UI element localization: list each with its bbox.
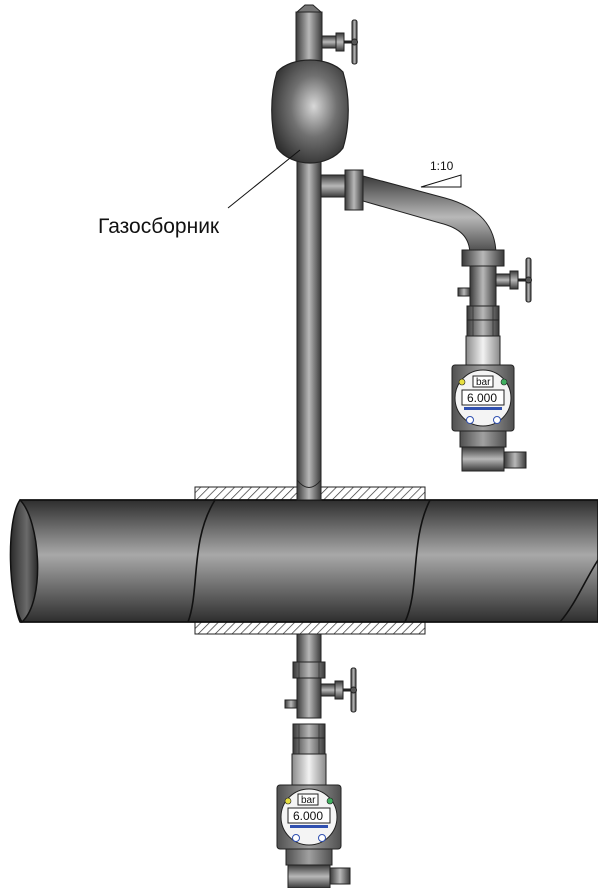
slope-label: 1:10 (430, 159, 454, 173)
side-branch-pipe (320, 169, 497, 259)
lower-pipe (284, 633, 327, 787)
gas-collector-leader-line (227, 149, 301, 209)
lower-valve-icon[interactable] (319, 666, 358, 714)
lower-gauge-unit: bar (301, 795, 316, 806)
vertical-riser-pipe (295, 4, 323, 501)
upper-gauge-unit: bar (476, 377, 491, 388)
upper-tee-fitting (457, 249, 505, 367)
main-pipe (9, 486, 598, 635)
lower-gauge-value: 6.000 (293, 809, 323, 823)
gas-collector-label: Газосборник (98, 215, 220, 238)
slope-marker: 1:10 (420, 159, 462, 188)
lower-pressure-gauge: bar 6.000 (276, 784, 351, 888)
upper-gauge-value: 6.000 (467, 391, 497, 405)
top-valve-icon[interactable] (320, 18, 359, 66)
gas-collector-bulb (271, 59, 349, 164)
upper-pressure-gauge: bar 6.000 (451, 364, 527, 472)
